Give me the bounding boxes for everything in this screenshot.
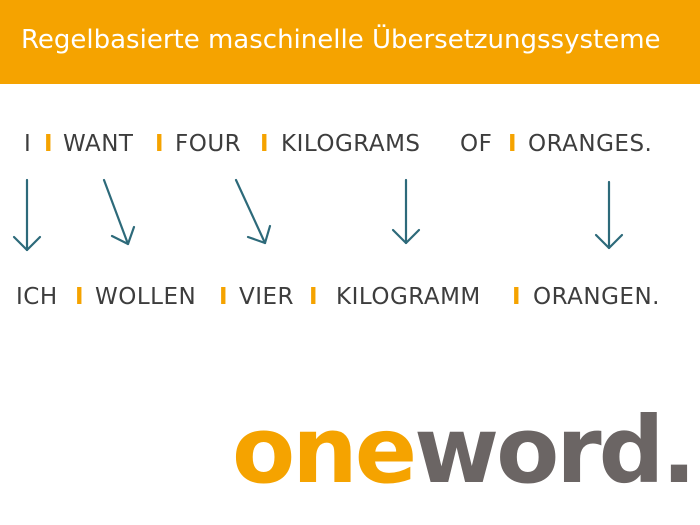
word-separator: I [309, 284, 318, 310]
target-word: KILOGRAMM [336, 284, 481, 310]
source-word: KILOGRAMS [281, 131, 421, 157]
target-word: VIER [239, 284, 295, 310]
arrow-icon [102, 178, 136, 246]
word-separator: I [44, 131, 53, 157]
logo-part-one: one [232, 397, 417, 504]
arrow-icon [12, 178, 42, 252]
target-word: ICH [16, 284, 58, 310]
source-word: ORANGES. [528, 131, 653, 157]
logo-part-word: word. [414, 397, 696, 504]
target-word: ORANGEN. [533, 284, 660, 310]
word-separator: I [155, 131, 164, 157]
word-separator: I [219, 284, 228, 310]
source-word: FOUR [175, 131, 242, 157]
source-word: I [24, 131, 32, 157]
header-bar: Regelbasierte maschinelle Übersetzungssy… [0, 0, 700, 84]
arrow-icon [391, 178, 421, 245]
word-separator: I [512, 284, 521, 310]
word-separator: I [75, 284, 84, 310]
arrow-icon [234, 178, 272, 245]
page-title: Regelbasierte maschinelle Übersetzungssy… [21, 25, 661, 55]
source-word: WANT [63, 131, 134, 157]
target-word: WOLLEN [95, 284, 197, 310]
word-separator: I [260, 131, 269, 157]
word-separator: I [508, 131, 517, 157]
arrow-icon [594, 180, 624, 250]
source-word: OF [460, 131, 493, 157]
oneword-logo: oneword. [232, 405, 696, 497]
